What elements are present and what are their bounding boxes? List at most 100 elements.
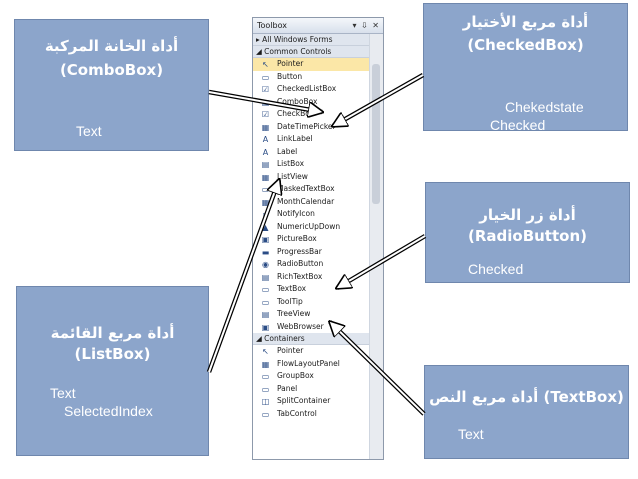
toolbox-item-listbox[interactable]: ▤ ListBox	[253, 158, 370, 171]
toolbox-item-label: Pointer	[277, 346, 304, 355]
listview-icon: ▦	[261, 172, 270, 182]
toolbox-item-label: FlowLayoutPanel	[277, 358, 340, 368]
toolbox-item-label: TabControl	[277, 408, 317, 418]
toolbox-item-label: Button	[277, 71, 303, 81]
radiobutton-prop-checked: Checked	[468, 261, 524, 277]
toolbox-item-label: TreeView	[277, 309, 311, 318]
combobox-title-en: (ComboBox)	[59, 61, 164, 79]
arrow-textbox	[330, 322, 425, 415]
toolbox-item-label: CheckedListBox	[277, 84, 337, 93]
tabcontrol-icon: ▭	[261, 409, 270, 419]
toolbox-item-pointer[interactable]: ↖ Pointer	[253, 345, 370, 358]
listbox-prop-selectedindex: SelectedIndex	[64, 403, 153, 419]
toolbox-item-label: DateTimePicker	[277, 121, 336, 131]
treeview-icon: ▤	[261, 310, 270, 319]
tooltip-icon: ▭	[261, 297, 270, 307]
flowlayoutpanel-icon: ▦	[261, 359, 270, 369]
scrollbar-thumb[interactable]	[372, 64, 380, 204]
toolbox-item-linklabel[interactable]: A LinkLabel	[253, 133, 370, 146]
linklabel-icon: A	[262, 135, 269, 144]
toolbox-item-label: Label	[277, 146, 298, 156]
toolbox-item-radiobutton[interactable]: ◉ RadioButton	[253, 258, 370, 271]
toolbox-item-flowlayoutpanel[interactable]: ▦ FlowLayoutPanel	[253, 358, 370, 371]
pointer-icon: ↖	[262, 347, 269, 356]
toolbox-item-checkedlistbox[interactable]: ☑ CheckedListBox	[253, 83, 370, 96]
toolbox-item-label: Pointer	[277, 59, 304, 68]
picturebox-icon: ▣	[261, 235, 270, 244]
toolbox-item-label: RichTextBox	[277, 271, 323, 281]
toolbox-title: Toolbox	[257, 21, 287, 30]
checkedbox-prop-checked: Checked	[490, 117, 546, 133]
combobox-title-ar: أداة الخانة المركبة	[44, 37, 179, 55]
numericupdown-icon: ▲	[262, 222, 269, 232]
toolbox-item-label: ProgressBar	[277, 246, 322, 256]
toolbox-item-label: LinkLabel	[277, 134, 313, 143]
toolbox-item-label: ComboBox	[277, 96, 318, 106]
listbox-title: أداة مربع القائمة (ListBox)	[50, 324, 175, 363]
toolbox-item-label: NumericUpDown	[277, 221, 341, 231]
datetimepicker-icon: ▦	[261, 122, 270, 132]
toolbox-item-label: ListBox	[277, 159, 305, 168]
toolbox-item-label: ToolTip	[277, 296, 303, 306]
toolbox-item-label: PictureBox	[277, 234, 317, 243]
toolbox-item-maskedtextbox[interactable]: ▭ MaskedTextBox	[253, 183, 370, 196]
toolbox-item-textbox[interactable]: ▭ TextBox	[253, 283, 370, 296]
listbox-icon: ▤	[261, 160, 270, 169]
radiobutton-icon: ◉	[262, 260, 269, 269]
combobox-prop-text: Text	[76, 123, 102, 139]
toolbox-item-button[interactable]: ▭ Button	[253, 71, 370, 84]
toolbox-item-datetimepicker[interactable]: ▦ DateTimePicker	[253, 121, 370, 134]
richtextbox-icon: ▤	[261, 272, 270, 282]
progressbar-icon: ▬	[261, 247, 270, 257]
toolbox-item-tabcontrol[interactable]: ▭ TabControl	[253, 408, 370, 421]
toolbox-item-label: GroupBox	[277, 371, 314, 380]
toolbox-item-groupbox[interactable]: ▭ GroupBox	[253, 370, 370, 383]
toolbox-item-splitcontainer[interactable]: ◫ SplitContainer	[253, 395, 370, 408]
splitcontainer-icon: ◫	[261, 397, 270, 406]
radiobutton-title: أداة زر الخيار (RadioButton)	[467, 206, 587, 245]
toolbox-header: Toolbox ▾ ⇩ ✕	[253, 18, 383, 34]
toolbox-item-panel[interactable]: ▭Panel	[253, 383, 370, 396]
toolbox-group-0[interactable]: ▸ All Windows Forms	[253, 34, 370, 46]
toolbox-item-listview[interactable]: ▦ ListView	[253, 171, 370, 184]
toolbox-item-monthcalendar[interactable]: ▦MonthCalendar	[253, 196, 370, 209]
arrow-radiobutton	[337, 235, 426, 288]
groupbox-icon: ▭	[261, 372, 270, 381]
checkedbox-title-en: (CheckedBox)	[467, 36, 584, 54]
toolbox-item-tooltip[interactable]: ▭ ToolTip	[253, 296, 370, 309]
monthcalendar-icon: ▦	[261, 197, 270, 207]
checkedbox-title-ar: أداة مربع الأختيار	[462, 13, 589, 31]
toolbox-item-label: ListView	[277, 171, 308, 181]
toolbox-item-webbrowser[interactable]: ▣WebBrowser	[253, 321, 370, 334]
toolbox-item-label: SplitContainer	[277, 396, 331, 405]
toolbox-item-picturebox[interactable]: ▣ PictureBox	[253, 233, 370, 246]
toolbox-item-treeview[interactable]: ▤ TreeView	[253, 308, 370, 321]
toolbox-item-richtextbox[interactable]: ▤ RichTextBox	[253, 271, 370, 284]
toolbox-item-label: MaskedTextBox	[277, 184, 335, 193]
toolbox-item-pointer[interactable]: ↖Pointer	[253, 58, 370, 71]
checkedlistbox-icon: ☑	[261, 85, 270, 94]
toolbox-group-1[interactable]: ◢ Common Controls	[253, 46, 370, 58]
toolbox-item-label: Panel	[277, 383, 298, 393]
button-icon: ▭	[261, 72, 270, 82]
maskedtextbox-icon: ▭	[261, 185, 270, 194]
toolbox-item-label: CheckBox	[277, 109, 315, 118]
toolbox-item-numericupdown[interactable]: ▲ NumericUpDown	[253, 221, 370, 234]
toolbox-window-controls-icon[interactable]: ▾ ⇩ ✕	[352, 21, 380, 30]
toolbox-item-checkbox[interactable]: ☑ CheckBox	[253, 108, 370, 121]
arrow-combobox	[208, 91, 322, 112]
toolbox-item-label: RadioButton	[277, 259, 324, 268]
textbox-icon: ▭	[261, 285, 270, 294]
toolbox-scrollbar[interactable]	[369, 34, 383, 459]
toolbox-item-label: TextBox	[277, 284, 307, 293]
toolbox-item-progressbar[interactable]: ▬ ProgressBar	[253, 246, 370, 259]
listbox-prop-text: Text	[50, 385, 76, 401]
combobox-callout: أداة الخانة المركبة (ComboBox) Text	[14, 19, 209, 151]
checkbox-icon: ☑	[261, 110, 270, 119]
arrow-listbox	[208, 180, 279, 373]
radiobutton-callout: أداة زر الخيار (RadioButton) Checked	[425, 182, 630, 283]
listbox-callout: أداة مربع القائمة (ListBox) Text Selecte…	[16, 286, 209, 456]
toolbox-item-label: NotifyIcon	[277, 209, 315, 218]
